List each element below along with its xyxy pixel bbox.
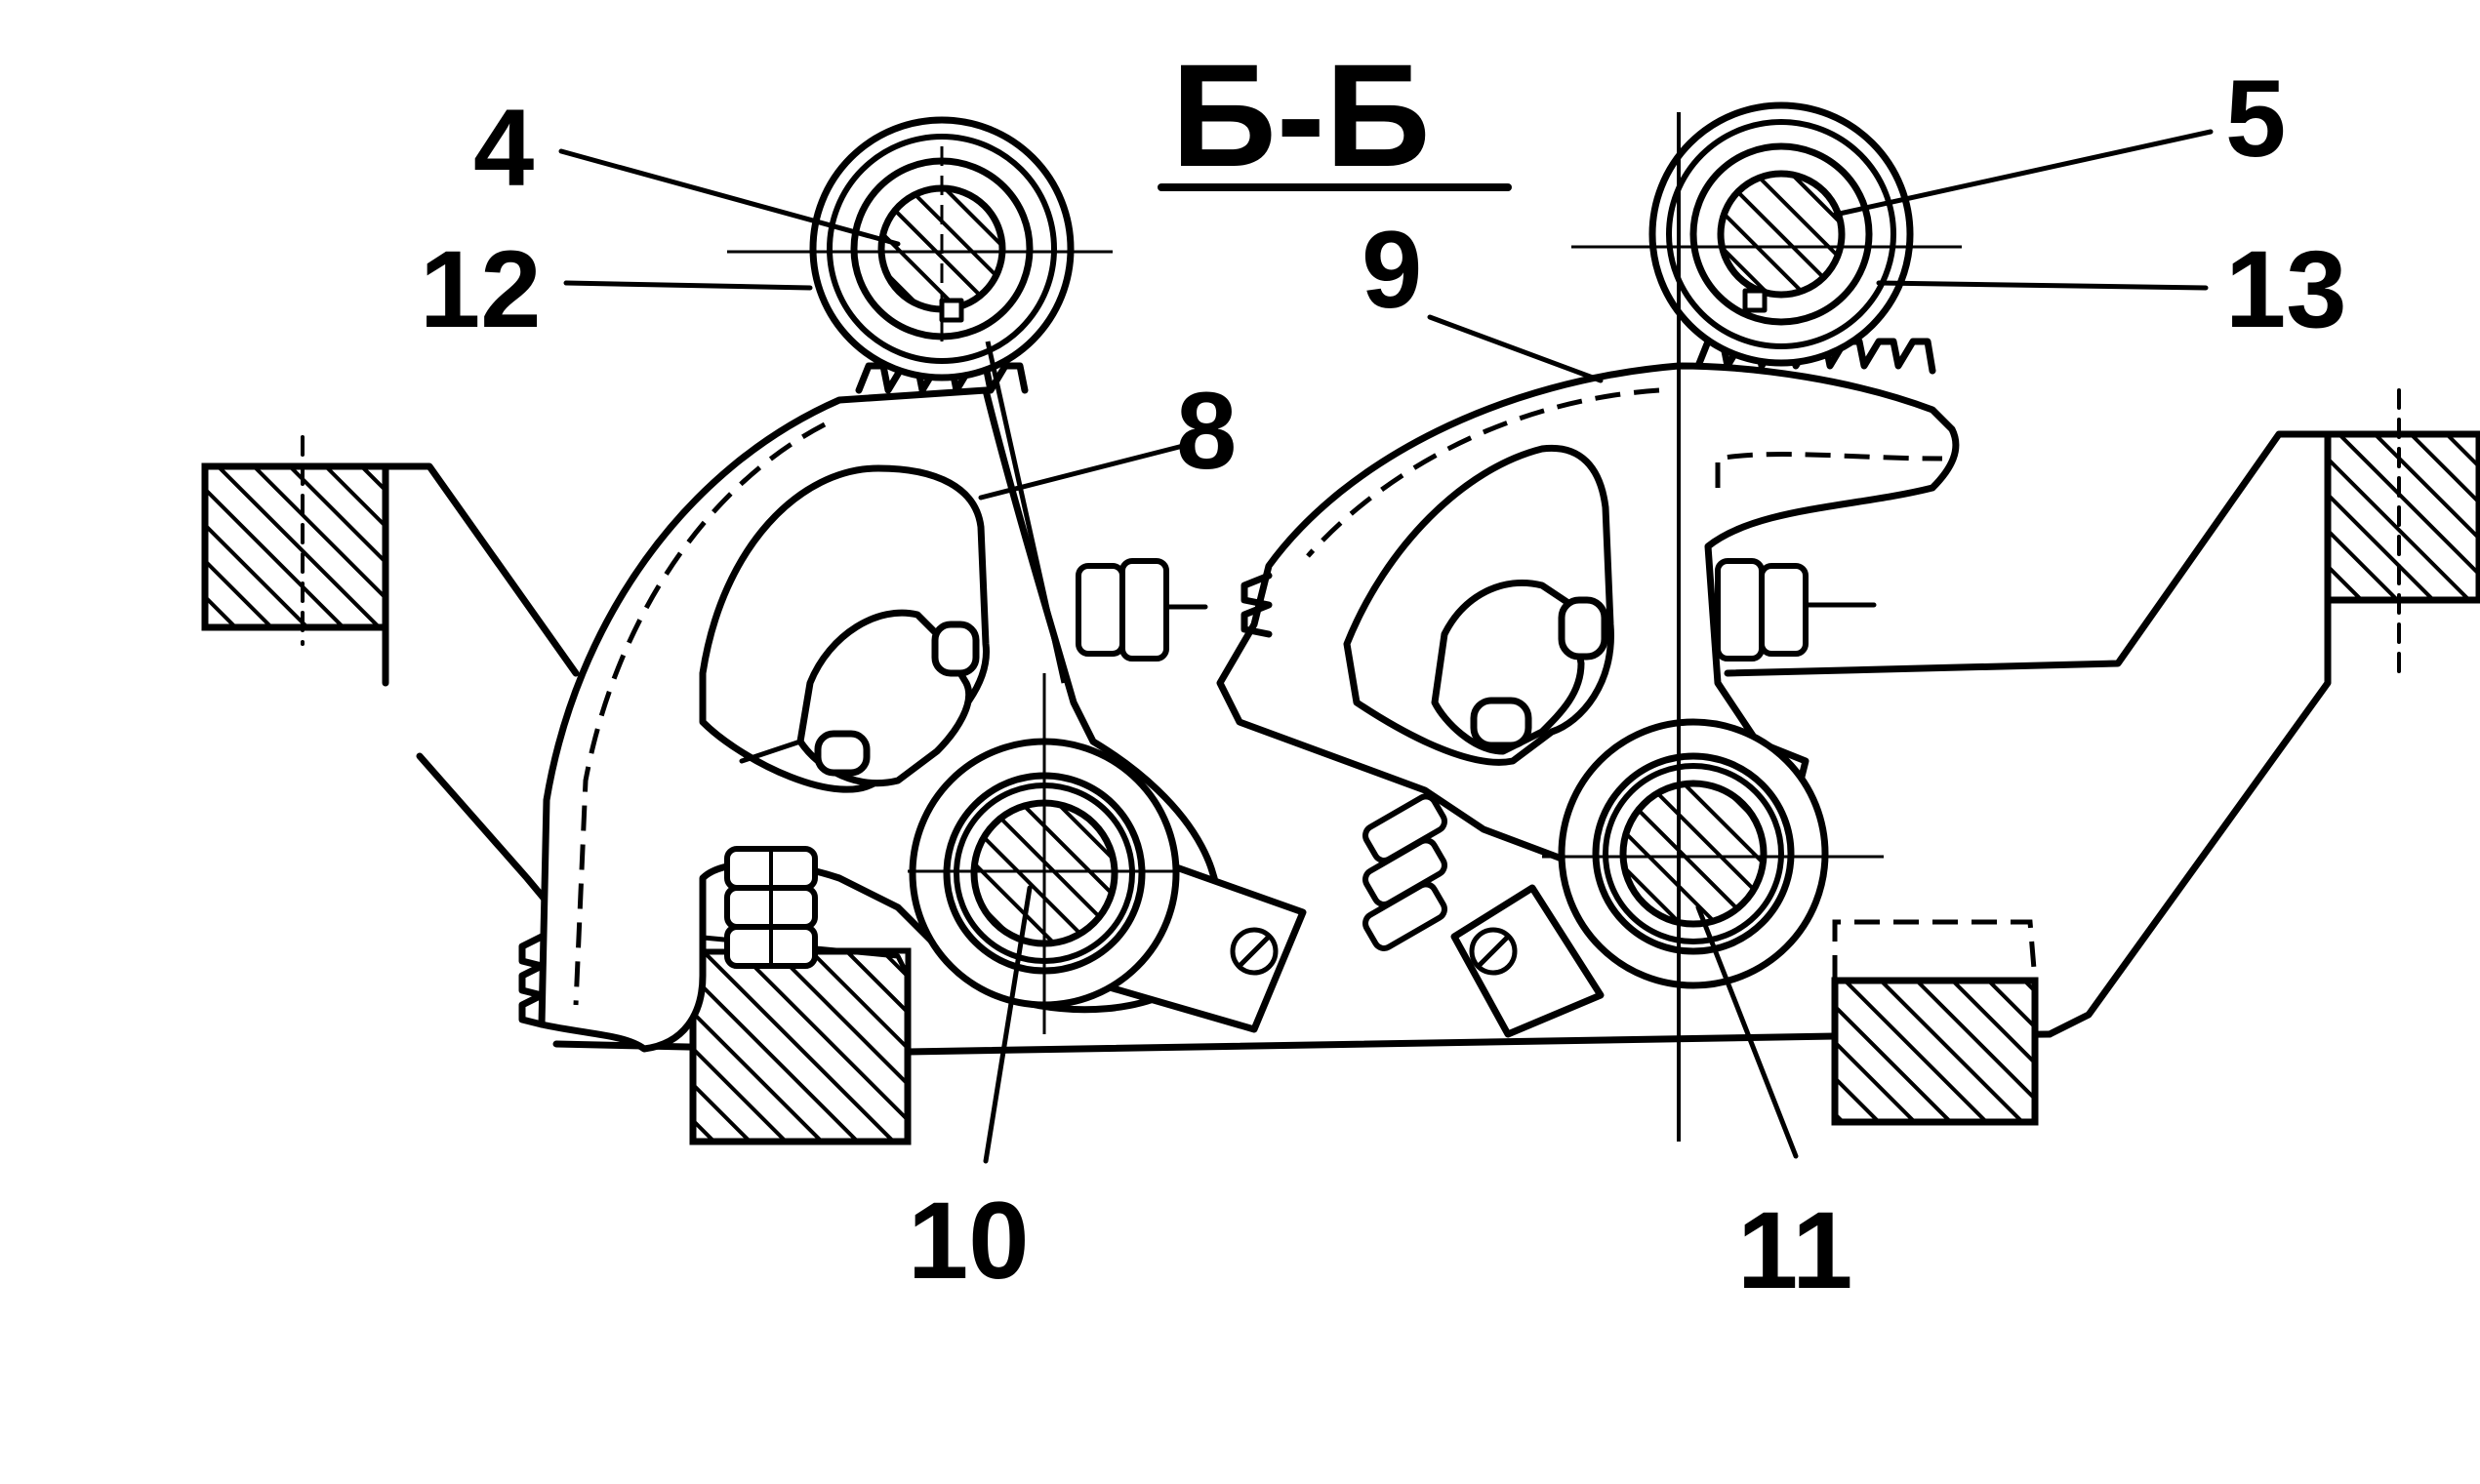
leader-lines <box>558 129 2214 1164</box>
sector-gear-9 <box>1216 338 1960 869</box>
right-frame <box>1724 388 2480 1038</box>
bottom-block-right <box>1831 977 2039 1126</box>
bottom-block-right-outline <box>1832 919 2038 982</box>
left-frame <box>201 435 580 911</box>
nut-stack-lower-mid <box>1362 793 1447 951</box>
nut-stack-lower-left <box>724 846 818 969</box>
label-11: 11 <box>1737 1189 1852 1311</box>
label-5: 5 <box>2225 58 2286 180</box>
label-4: 4 <box>473 87 534 209</box>
gear-5 <box>1648 101 1914 367</box>
label-13: 13 <box>2225 228 2347 350</box>
label-9: 9 <box>1362 209 1422 331</box>
hub-11 <box>1450 718 1829 1038</box>
section-title: Б-Б <box>1171 33 1431 197</box>
label-10: 10 <box>908 1180 1030 1302</box>
label-8: 8 <box>1176 370 1237 492</box>
hub-10 <box>909 738 1307 1033</box>
nut-stack-right <box>1715 558 1877 662</box>
nut-stack-left <box>1076 558 1208 662</box>
centre-lines <box>727 112 1962 1142</box>
bottom-block-left <box>689 947 912 1145</box>
label-12: 12 <box>420 228 542 350</box>
